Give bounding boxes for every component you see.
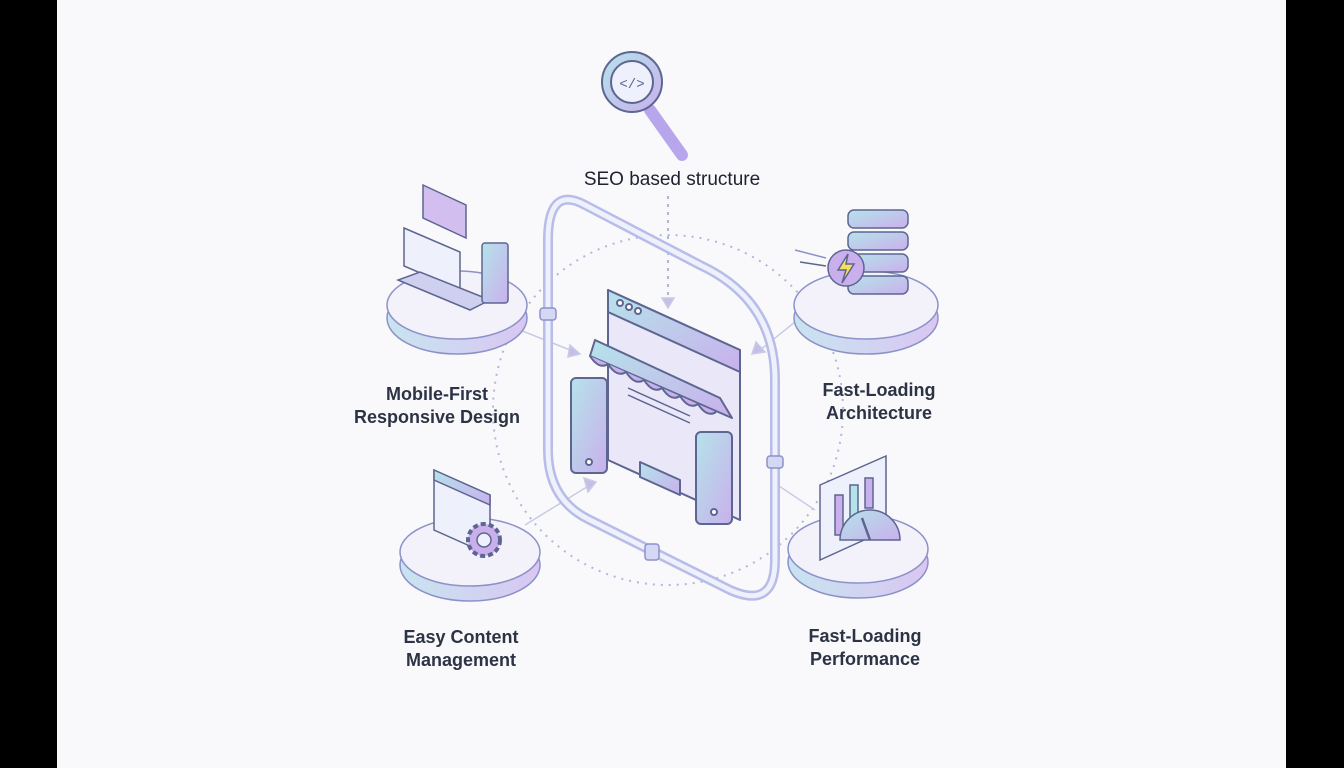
label-seo: SEO based structure	[572, 168, 772, 191]
label-line: SEO based structure	[583, 169, 761, 190]
connector-arrows	[519, 196, 816, 526]
cms-gear-icon	[433, 468, 502, 558]
label-line: Easy Content	[403, 627, 519, 647]
label-line: Mobile-First	[386, 384, 488, 404]
label-line: Fast-Loading	[808, 626, 922, 646]
speedometer-chart-icon	[819, 454, 901, 562]
magnifier-code-icon: </>	[601, 51, 688, 161]
diagram-illustration: </>	[386, 51, 939, 602]
label-line: Management	[405, 650, 517, 670]
server-lightning-icon	[794, 209, 909, 295]
label-line: Performance	[809, 649, 921, 669]
dotted-orbit	[492, 234, 844, 586]
storefront-icon	[570, 289, 741, 525]
devices-icon	[395, 183, 509, 311]
label-line: Fast-Loading	[822, 380, 936, 400]
label-line: Architecture	[825, 403, 933, 423]
svg-text:</>: </>	[619, 77, 644, 93]
diagram-canvas: </> SEO based structure Mobile-Firs	[57, 0, 1286, 768]
label-line: Responsive Design	[353, 407, 521, 427]
